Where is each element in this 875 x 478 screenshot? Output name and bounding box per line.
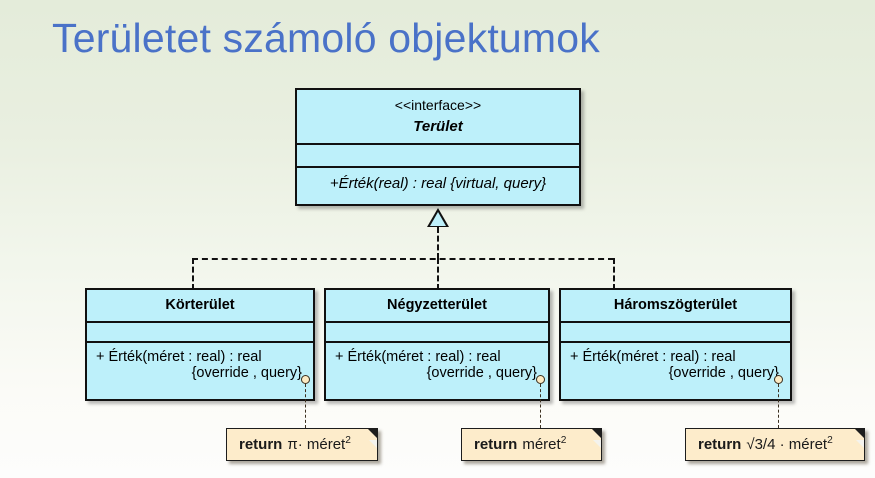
note-expression-exponent: 2: [345, 435, 351, 446]
class-attributes-compartment: [561, 321, 790, 341]
class-operation-constraints: {override , query}: [191, 365, 302, 381]
uml-class-haromszogterulet[interactable]: Háromszögterület + Érték(méret : real) :…: [559, 288, 792, 401]
note-keyword: return: [474, 436, 518, 453]
class-attributes-compartment: [326, 321, 548, 341]
class-name-compartment: Körterület: [87, 290, 313, 321]
page-title: Területet számoló objektumok: [52, 15, 600, 61]
interface-attributes-compartment: [297, 143, 579, 166]
interface-name: Terület: [413, 118, 463, 135]
class-operations-compartment: + Érték(méret : real) : real {override ,…: [326, 341, 548, 395]
note-anchor-haromszogterulet: [774, 375, 783, 384]
note-expression-base: méret: [522, 436, 561, 453]
note-leader-negyzetterulet: [540, 384, 541, 428]
class-operation-constraints: {override , query}: [426, 365, 537, 381]
realization-drop-korterulet: [192, 258, 194, 290]
class-name-compartment: Háromszögterület: [561, 290, 790, 321]
class-operation-signature: + Érték(méret : real) : real: [335, 349, 501, 365]
uml-note-haromszogterulet[interactable]: return√3/4 · méret2: [685, 428, 865, 461]
uml-class-negyzetterulet[interactable]: Négyzetterület + Érték(méret : real) : r…: [324, 288, 550, 401]
note-anchor-korterulet: [301, 375, 310, 384]
class-name-compartment: Négyzetterület: [326, 290, 548, 321]
note-expression-exponent: 2: [560, 435, 567, 446]
interface-operations-compartment: +Érték(real) : real {virtual, query}: [297, 166, 579, 222]
realization-stem: [437, 227, 439, 259]
note-keyword: return: [698, 436, 742, 453]
note-fold-icon: [367, 428, 378, 448]
note-text: return√3/4 · méret2: [698, 435, 833, 453]
class-operations-compartment: + Érték(méret : real) : real {override ,…: [87, 341, 313, 395]
class-operation-signature: + Érték(méret : real) : real: [96, 349, 262, 365]
class-attributes-compartment: [87, 321, 313, 341]
note-expression-exponent: 2: [827, 435, 833, 446]
realization-drop-haromszogterulet: [613, 258, 615, 290]
note-anchor-negyzetterulet: [536, 375, 545, 384]
realization-drop-negyzetterulet: [437, 258, 439, 290]
interface-stereotype: <<interface>>: [394, 97, 482, 113]
class-operation-signature: + Érték(méret : real) : real: [570, 349, 736, 365]
note-expression-base: π· méret: [287, 436, 346, 453]
class-operation-constraints: {override , query}: [668, 365, 779, 381]
class-name: Háromszögterület: [613, 297, 738, 313]
class-name: Négyzetterület: [387, 297, 487, 313]
interface-name-compartment: <<interface>> Terület: [297, 90, 579, 143]
class-operations-compartment: + Érték(méret : real) : real {override ,…: [561, 341, 790, 395]
note-expression-base: √3/4 · méret: [746, 436, 828, 453]
note-fold-icon: [854, 428, 865, 448]
uml-class-korterulet[interactable]: Körterület + Érték(méret : real) : real …: [85, 288, 315, 401]
note-fold-icon: [591, 428, 602, 448]
uml-interface-terulet[interactable]: <<interface>> Terület +Érték(real) : rea…: [295, 88, 581, 206]
interface-operation-0: +Érték(real) : real {virtual, query}: [329, 175, 547, 192]
note-leader-haromszogterulet: [778, 384, 779, 428]
realization-bus: [192, 258, 614, 260]
class-name: Körterület: [165, 297, 235, 313]
note-leader-korterulet: [305, 384, 306, 428]
note-keyword: return: [239, 436, 283, 453]
